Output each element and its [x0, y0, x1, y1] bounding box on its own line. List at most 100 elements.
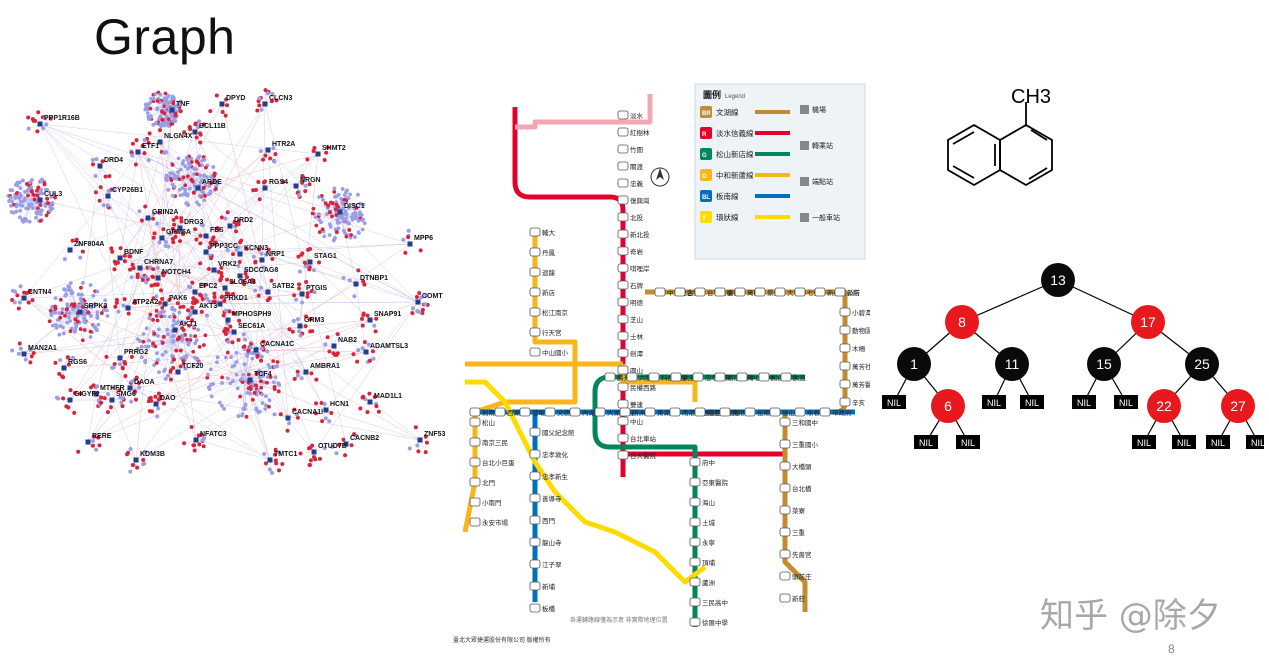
network-node: [48, 204, 53, 209]
network-node: [201, 444, 206, 449]
network-node: [43, 203, 48, 208]
network-node: [340, 187, 345, 191]
gene-label: MAN2A1: [28, 345, 57, 352]
network-node: [198, 261, 203, 266]
network-node: [27, 180, 32, 185]
network-node: [235, 386, 240, 391]
network-node: [354, 206, 359, 210]
network-node: [417, 310, 422, 315]
network-node: [247, 372, 251, 377]
station-label: 復興崗: [630, 196, 650, 205]
slide-title: Graph: [94, 9, 236, 65]
network-node: [84, 307, 89, 312]
network-node: [225, 277, 230, 282]
network-node: [311, 206, 316, 211]
network-node: [326, 203, 331, 208]
station-marker: [769, 407, 781, 417]
network-node: [51, 323, 55, 328]
station-label: 台大醫院: [630, 451, 657, 460]
gene-hub: [237, 251, 243, 257]
gene-label: PAK6: [169, 295, 187, 302]
network-node: [167, 297, 172, 302]
network-node: [26, 193, 30, 198]
network-node: [401, 237, 406, 242]
network-node: [15, 183, 20, 188]
network-node: [140, 277, 145, 282]
network-node: [196, 160, 200, 165]
network-node: [266, 247, 271, 252]
tree-node-key: 6: [944, 398, 952, 414]
gene-hub: [125, 305, 131, 311]
network-node: [167, 314, 172, 319]
network-node: [370, 349, 375, 354]
network-node: [171, 193, 175, 198]
network-node: [252, 391, 257, 395]
network-node: [166, 188, 171, 192]
nil-label: NIL: [987, 398, 1001, 408]
gene-hub: [222, 285, 228, 291]
station-label: 萬隆: [747, 288, 761, 297]
network-node: [308, 445, 313, 450]
network-node: [191, 349, 196, 354]
station-marker: [569, 407, 581, 417]
network-node: [159, 310, 164, 315]
network-node: [99, 311, 104, 315]
network-node: [175, 301, 180, 306]
station-label: 三民高中: [702, 598, 728, 607]
network-node: [243, 268, 248, 273]
network-node: [43, 116, 48, 121]
network-node: [313, 457, 318, 462]
network-node: [15, 293, 20, 298]
network-node: [174, 215, 179, 220]
network-node: [307, 462, 312, 467]
network-node: [95, 289, 100, 294]
network-node: [122, 360, 127, 365]
network-node: [45, 188, 50, 192]
network-node: [68, 281, 73, 286]
station-marker: [617, 144, 629, 154]
network-node: [165, 104, 170, 109]
network-node: [176, 156, 181, 161]
network-node: [154, 361, 159, 365]
legend-title: 圖例: [703, 89, 721, 100]
network-node: [44, 122, 49, 127]
network-node: [255, 354, 260, 359]
network-node: [191, 364, 196, 369]
network-node: [16, 351, 21, 356]
network-node: [300, 180, 305, 185]
network-node: [113, 304, 118, 309]
network-node: [18, 199, 23, 204]
legend-swatch: [700, 211, 712, 223]
network-node: [267, 398, 272, 403]
network-node: [351, 352, 356, 357]
network-node: [330, 214, 334, 219]
network-node: [259, 285, 264, 290]
station-label: 後山埤: [782, 408, 802, 417]
network-node: [336, 226, 341, 231]
network-node: [10, 348, 15, 353]
legend-misc-label: 端點站: [812, 177, 833, 186]
network-node: [159, 122, 163, 127]
network-node: [183, 183, 188, 188]
station-label: 公館: [727, 288, 741, 297]
gene-label: KCNN3: [244, 245, 268, 252]
gene-hub: [159, 235, 165, 241]
network-node: [415, 443, 420, 448]
station-marker: [544, 407, 556, 417]
network-node: [159, 109, 164, 114]
gene-hub: [367, 317, 373, 323]
network-node: [159, 288, 164, 293]
network-node: [190, 305, 195, 310]
network-node: [276, 389, 281, 394]
network-node: [356, 348, 361, 353]
network-node: [257, 369, 262, 374]
network-node: [242, 347, 247, 352]
network-node: [337, 215, 342, 220]
network-node: [208, 191, 213, 196]
station-marker: [529, 427, 541, 437]
legend-swatch: [700, 148, 712, 160]
station-label: 三重: [792, 529, 806, 537]
network-node: [256, 410, 261, 415]
station-label: 動物園: [852, 326, 870, 335]
